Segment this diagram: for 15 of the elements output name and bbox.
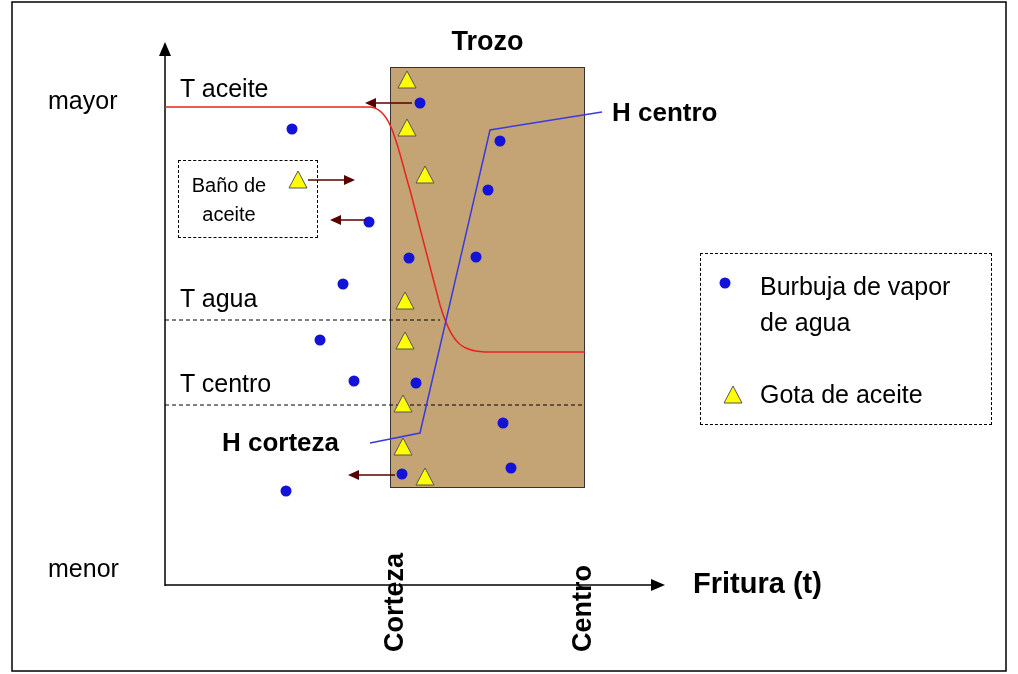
piece-heading: Trozo [450,27,525,57]
curve-label: H corteza [222,428,340,457]
position-label: Centro [568,565,598,652]
legend-text: Burbuja de vapor de agua [760,271,952,339]
axis-title: Fritura (t) [693,568,822,600]
legend-text: Gota de aceite [760,381,923,409]
curve-label: H centro [612,98,718,127]
level-label: T agua [180,285,258,313]
level-label: T aceite [180,75,269,103]
axis-label: menor [48,555,119,583]
callout-box [178,160,318,238]
level-label: T centro [180,370,272,398]
axis-label: mayor [48,87,118,115]
box-label: Baño de aceite [190,173,268,227]
position-label: Corteza [380,552,410,652]
